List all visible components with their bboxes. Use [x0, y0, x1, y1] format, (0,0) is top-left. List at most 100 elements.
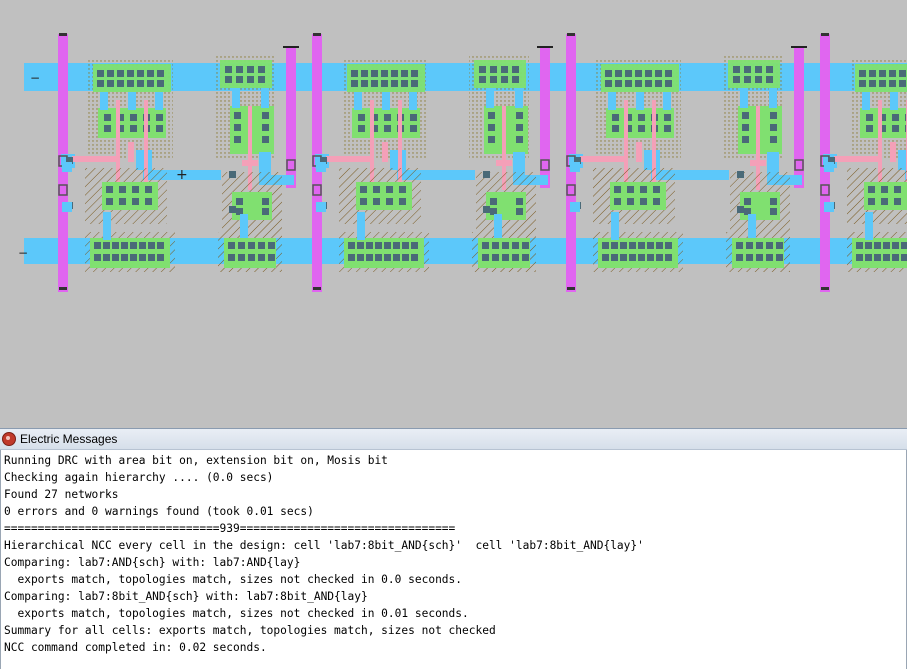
contact-cut: [229, 206, 236, 213]
active-contact: [629, 242, 636, 249]
contact-cut: [490, 198, 497, 205]
vdd-export-label: −: [30, 71, 40, 85]
active-contact: [366, 254, 373, 261]
active-contact: [119, 198, 126, 205]
contact-cut: [229, 171, 236, 178]
active-contact: [247, 66, 254, 73]
active-contact: [656, 242, 663, 249]
active-contact: [894, 186, 901, 193]
active-contact: [746, 242, 753, 249]
active-contact: [384, 125, 391, 132]
active-contact: [121, 254, 128, 261]
active-contact: [107, 80, 114, 87]
active-contact: [492, 242, 499, 249]
active-contact: [638, 114, 645, 121]
active-contact: [360, 186, 367, 193]
messages-text-area[interactable]: Running DRC with area bit on, extension …: [0, 450, 907, 669]
active-contact: [371, 114, 378, 121]
active-contact: [228, 254, 235, 261]
active-contact: [130, 254, 137, 261]
active-contact: [490, 76, 497, 83]
poly-gate: [144, 100, 148, 190]
poly-wire: [72, 156, 120, 162]
active-diffusion: [93, 64, 171, 92]
active-contact: [402, 254, 409, 261]
metal1-wire: [862, 92, 870, 110]
pin-mark: [821, 33, 829, 36]
metal1-wire: [232, 88, 240, 108]
active-contact: [865, 242, 872, 249]
active-contact: [248, 254, 255, 261]
active-contact: [856, 254, 863, 261]
active-contact: [107, 70, 114, 77]
metal1-wire: [240, 214, 248, 238]
active-contact: [892, 254, 899, 261]
layout-canvas[interactable]: −−+: [0, 0, 907, 426]
active-contact: [627, 198, 634, 205]
active-contact: [635, 70, 642, 77]
port: [286, 159, 296, 171]
poly-wire: [496, 160, 512, 166]
contact-cut: [770, 124, 777, 131]
metal1-wire: [769, 88, 777, 108]
active-contact: [883, 242, 890, 249]
contact-cut: [770, 208, 777, 215]
active-contact: [611, 242, 618, 249]
metal1-wire: [382, 92, 390, 110]
active-contact: [371, 80, 378, 87]
active-contact: [132, 186, 139, 193]
contact-cut: [320, 157, 327, 164]
active-contact: [482, 242, 489, 249]
active-contact: [104, 114, 111, 121]
active-contact: [869, 80, 876, 87]
active-contact: [373, 186, 380, 193]
electric-app-icon: [2, 432, 16, 446]
message-line: Checking again hierarchy .... (0.0 secs): [4, 471, 274, 484]
layout-drawing[interactable]: −−+: [0, 0, 907, 426]
active-contact: [258, 254, 265, 261]
metal1-wire: [748, 214, 756, 238]
active-contact: [638, 254, 645, 261]
active-contact: [899, 80, 906, 87]
poly-wire: [128, 142, 134, 162]
active-contact: [371, 125, 378, 132]
active-diffusion: [855, 64, 907, 92]
metal1-wire: [890, 92, 898, 110]
poly-wire: [242, 160, 258, 166]
active-contact: [866, 114, 873, 121]
port: [794, 159, 804, 171]
cursor-crosshair: +: [176, 167, 188, 183]
metal1-wire: [316, 162, 326, 172]
messages-window[interactable]: Electric Messages Running DRC with area …: [0, 428, 907, 669]
message-line: Found 27 networks: [4, 488, 119, 501]
contact-cut: [234, 124, 241, 131]
active-contact: [612, 114, 619, 121]
active-contact: [104, 125, 111, 132]
contact-cut: [262, 198, 269, 205]
active-contact: [119, 186, 126, 193]
active-contact: [889, 70, 896, 77]
active-contact: [856, 242, 863, 249]
active-contact: [399, 186, 406, 193]
active-contact: [665, 254, 672, 261]
messages-titlebar[interactable]: Electric Messages: [0, 429, 907, 450]
active-contact: [901, 242, 907, 249]
active-contact: [361, 70, 368, 77]
poly-gate: [624, 100, 628, 190]
active-contact: [94, 254, 101, 261]
active-contact: [665, 70, 672, 77]
active-contact: [859, 80, 866, 87]
pin-mark: [283, 46, 299, 48]
active-contact: [892, 242, 899, 249]
poly-gate: [652, 100, 656, 190]
active-contact: [625, 70, 632, 77]
active-contact: [132, 198, 139, 205]
active-contact: [103, 242, 110, 249]
active-contact: [117, 80, 124, 87]
metal1-wire: [824, 202, 834, 212]
active-contact: [776, 242, 783, 249]
poly-gate: [756, 106, 760, 190]
active-contact: [744, 66, 751, 73]
pin-mark: [791, 46, 807, 48]
message-line: 0 errors and 0 warnings found (took 0.01…: [4, 505, 314, 518]
